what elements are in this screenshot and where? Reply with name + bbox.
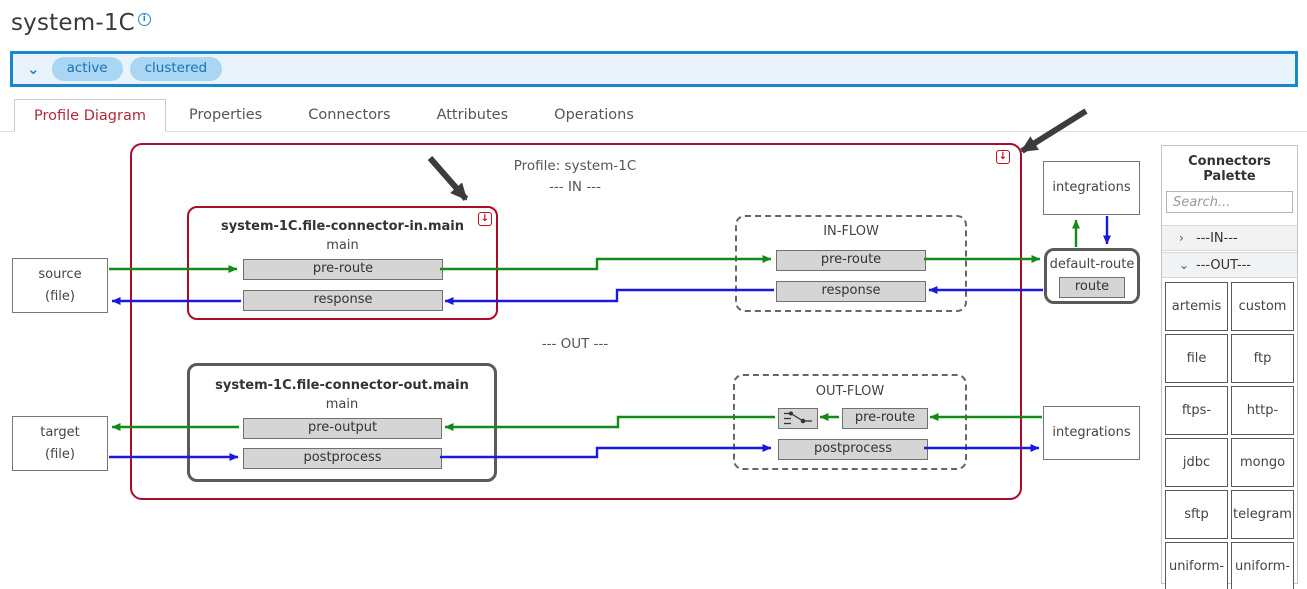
chevron-down-icon: ⌄	[1179, 258, 1190, 272]
in-flow-title: IN-FLOW	[823, 224, 879, 239]
in-flow-node[interactable]: IN-FLOW pre-route response	[735, 215, 967, 312]
info-icon[interactable]: i	[137, 13, 151, 27]
tab-bar: Profile Diagram Properties Connectors At…	[0, 99, 1307, 132]
source-label: source	[38, 267, 82, 283]
tab-attributes[interactable]: Attributes	[436, 107, 509, 123]
chevron-down-icon[interactable]: ⌄	[27, 60, 40, 78]
switch-glyph	[784, 411, 812, 425]
file-connector-out-subtitle: main	[325, 397, 359, 412]
integrations-top-label: integrations	[1052, 180, 1131, 196]
palette-section-in-label: ---IN---	[1196, 230, 1238, 246]
status-bar: ⌄ active clustered	[10, 51, 1298, 87]
integrations-node-top[interactable]: integrations	[1043, 161, 1140, 215]
connector-telegram[interactable]: telegram	[1231, 490, 1294, 539]
page-title-text: system-1C	[11, 10, 135, 36]
default-route-label: default-route	[1049, 257, 1135, 272]
palette-grid: artemis custom file ftp ftps- http- jdbc…	[1162, 278, 1297, 589]
connector-file[interactable]: file	[1165, 334, 1228, 383]
source-type-label: (file)	[45, 288, 75, 304]
connector-sftp[interactable]: sftp	[1165, 490, 1228, 539]
tab-connectors[interactable]: Connectors	[308, 107, 391, 123]
connector-uniform-1[interactable]: uniform-	[1165, 542, 1228, 589]
target-node[interactable]: target (file)	[12, 416, 108, 471]
file-connector-out-title: system-1C.file-connector-out.main	[215, 378, 469, 393]
status-badge-clustered: clustered	[129, 57, 223, 81]
out-flow-postprocess-bar[interactable]: postprocess	[778, 439, 928, 460]
connector-in-download-icon[interactable]: ↓	[478, 212, 492, 226]
connector-ftp[interactable]: ftp	[1231, 334, 1294, 383]
pre-output-bar[interactable]: pre-output	[243, 418, 442, 439]
profile-download-icon[interactable]: ↓	[996, 150, 1010, 164]
tab-operations[interactable]: Operations	[554, 107, 634, 123]
connector-mongo[interactable]: mongo	[1231, 438, 1294, 487]
palette-section-out[interactable]: ⌄ ---OUT---	[1162, 252, 1297, 278]
file-connector-out-node[interactable]: system-1C.file-connector-out.main main p…	[187, 363, 497, 482]
connector-jdbc[interactable]: jdbc	[1165, 438, 1228, 487]
route-bar[interactable]: route	[1059, 277, 1125, 298]
out-flow-title: OUT-FLOW	[815, 384, 885, 399]
tab-profile-diagram[interactable]: Profile Diagram	[14, 99, 166, 132]
connector-custom[interactable]: custom	[1231, 282, 1294, 331]
source-node[interactable]: source (file)	[12, 258, 108, 313]
profile-label: Profile: system-1C	[513, 158, 637, 174]
status-badge-active: active	[51, 57, 123, 81]
in-flow-pre-route-bar[interactable]: pre-route	[776, 250, 926, 271]
file-connector-in-title: system-1C.file-connector-in.main	[220, 219, 465, 234]
route-switch-icon[interactable]	[778, 408, 818, 429]
connector-artemis[interactable]: artemis	[1165, 282, 1228, 331]
target-label: target	[40, 425, 80, 441]
in-section-label: --- IN ---	[549, 179, 601, 195]
file-connector-in-subtitle: main	[326, 238, 359, 253]
connector-http[interactable]: http-	[1231, 386, 1294, 435]
tab-properties[interactable]: Properties	[188, 107, 263, 123]
connector-uniform-2[interactable]: uniform-	[1231, 542, 1294, 589]
palette-section-in[interactable]: › ---IN---	[1162, 225, 1297, 251]
out-flow-node[interactable]: OUT-FLOW pre-route postprocess	[733, 374, 967, 470]
profile-container[interactable]	[130, 143, 1022, 500]
file-connector-in-node[interactable]: system-1C.file-connector-in.main main pr…	[187, 206, 498, 320]
default-route-node[interactable]: default-route route	[1044, 248, 1140, 304]
integrations-bottom-label: integrations	[1052, 425, 1131, 441]
palette-section-out-label: ---OUT---	[1196, 257, 1252, 273]
in-flow-response-bar[interactable]: response	[776, 281, 926, 302]
postprocess-bar-out[interactable]: postprocess	[243, 448, 442, 469]
palette-title: Connectors Palette	[1188, 154, 1271, 184]
pre-route-bar-in[interactable]: pre-route	[243, 259, 443, 280]
connector-ftps[interactable]: ftps-	[1165, 386, 1228, 435]
out-section-label: --- OUT ---	[541, 336, 609, 352]
connectors-palette: Connectors Palette › ---IN--- ⌄ ---OUT--…	[1161, 145, 1298, 589]
target-type-label: (file)	[45, 446, 75, 462]
out-flow-pre-route-bar[interactable]: pre-route	[842, 408, 928, 429]
integrations-node-bottom[interactable]: integrations	[1043, 406, 1140, 460]
response-bar-in[interactable]: response	[243, 290, 443, 311]
chevron-right-icon: ›	[1179, 231, 1184, 245]
search-input[interactable]	[1166, 191, 1293, 213]
